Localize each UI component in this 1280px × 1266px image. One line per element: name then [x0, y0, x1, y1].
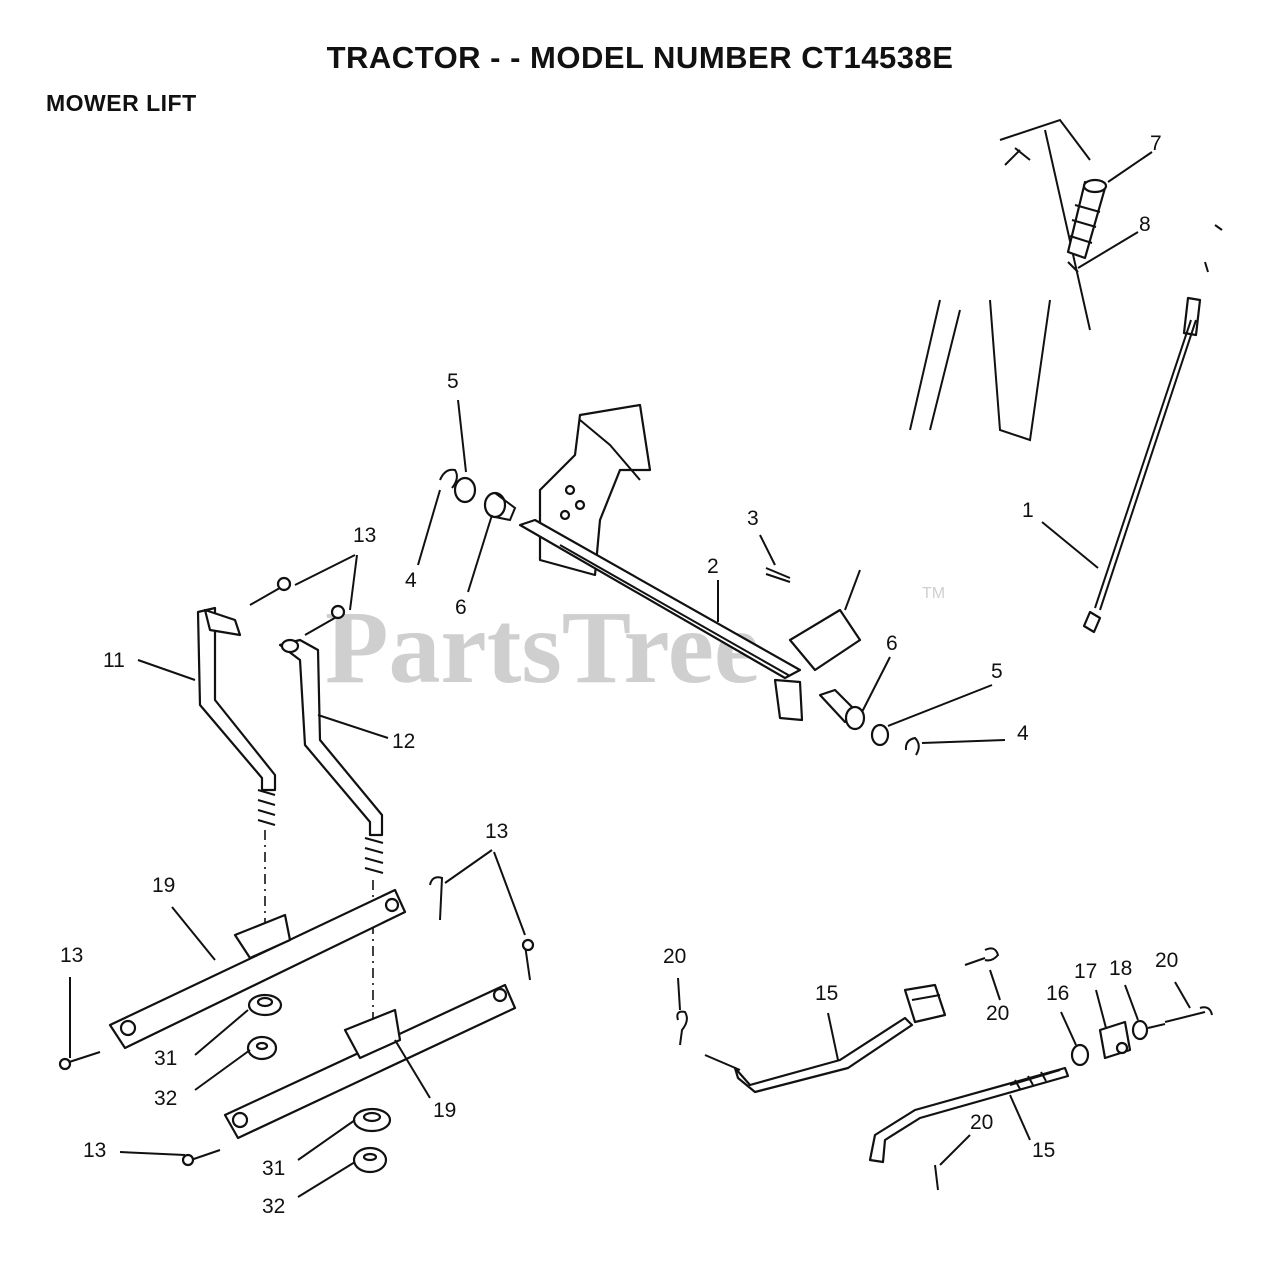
- callout-8: 8: [1139, 213, 1151, 236]
- part-13-clevis-pins-top: [249, 576, 346, 636]
- callout-4-right: 4: [1017, 722, 1029, 745]
- part-1-lift-rod: [1082, 224, 1223, 634]
- callout-16: 16: [1046, 982, 1069, 1005]
- part-32-nut-lower: [352, 1146, 388, 1174]
- callout-20-right: 20: [1155, 949, 1178, 972]
- part-19-lift-arm-top: [108, 888, 407, 1050]
- cross-shaft-assembly: [518, 403, 862, 722]
- part-5-washer-left: [453, 476, 477, 504]
- callout-19-top: 19: [152, 874, 175, 897]
- callout-19-bottom: 19: [433, 1099, 456, 1122]
- callout-32-upper: 32: [154, 1087, 177, 1110]
- callout-12: 12: [392, 730, 415, 753]
- part-13-clevis-pin-bottom: [181, 1149, 221, 1167]
- callout-31-upper: 31: [154, 1047, 177, 1070]
- part-4-clip-right: [904, 736, 920, 756]
- frame-outline: [844, 118, 1091, 611]
- callout-5-right: 5: [991, 660, 1003, 683]
- watermark-mark: TM: [922, 585, 945, 602]
- part-20-clip-bottom: [934, 1164, 939, 1191]
- callout-17: 17: [1074, 960, 1097, 983]
- section-title: MOWER LIFT: [46, 90, 197, 116]
- leader-lines: [69, 151, 1191, 1198]
- watermark-text: PartsTree: [325, 590, 760, 705]
- callout-13: 13: [353, 524, 376, 547]
- part-13-clevis-pin-bottom-left: [58, 1051, 101, 1071]
- callout-13-bottom: 13: [83, 1139, 106, 1162]
- callout-31-lower: 31: [262, 1157, 285, 1180]
- part-31-spring-lower: [352, 1107, 392, 1133]
- part-7-handle-grip: [1066, 178, 1108, 260]
- callout-6-right: 6: [886, 632, 898, 655]
- part-20-clip-top: [964, 947, 1000, 966]
- part-16-washer: [1070, 1043, 1090, 1067]
- callout-32-lower: 32: [262, 1195, 285, 1218]
- part-15-adjustment-rod-lower: [868, 1066, 1070, 1164]
- part-20-clip-left: [676, 1010, 688, 1046]
- part-3-pin: [765, 567, 791, 583]
- part-11-lift-link: [196, 606, 277, 826]
- part-13-clevis-pin-right: [429, 876, 535, 981]
- callout-4: 4: [405, 569, 417, 592]
- part-17-trunnion: [1098, 1020, 1132, 1060]
- part-6-bushing-left: [483, 491, 517, 522]
- callout-3: 3: [747, 507, 759, 530]
- part-6-bushing-right: [818, 688, 866, 731]
- part-12-lift-link: [278, 638, 384, 874]
- callout-7: 7: [1150, 132, 1162, 155]
- callout-20-bottom: 20: [970, 1111, 993, 1134]
- part-4-clip-left: [439, 468, 458, 489]
- callout-11: 11: [103, 649, 125, 672]
- part-20-clip-right: [1164, 1006, 1213, 1023]
- callout-2: 2: [707, 555, 719, 578]
- page-title: TRACTOR - - MODEL NUMBER CT14538E: [326, 40, 954, 75]
- callout-20-top: 20: [986, 1002, 1009, 1025]
- part-15-deck-link-upper: [704, 983, 947, 1094]
- callout-20-left: 20: [663, 945, 686, 968]
- part-18-nut: [1131, 1019, 1166, 1041]
- callout-5: 5: [447, 370, 459, 393]
- part-8-pin: [1067, 261, 1079, 273]
- part-32-nut-upper: [246, 1035, 278, 1061]
- part-31-spring-upper: [247, 993, 283, 1017]
- callout-1: 1: [1022, 499, 1034, 522]
- part-5-washer-right: [870, 723, 890, 747]
- callout-15-upper: 15: [815, 982, 838, 1005]
- callout-18: 18: [1109, 957, 1132, 980]
- part-19-lift-arm-bottom: [223, 983, 517, 1140]
- callout-6: 6: [455, 596, 467, 619]
- callout-13-left: 13: [60, 944, 83, 967]
- callout-15-lower: 15: [1032, 1139, 1055, 1162]
- callout-13-right: 13: [485, 820, 508, 843]
